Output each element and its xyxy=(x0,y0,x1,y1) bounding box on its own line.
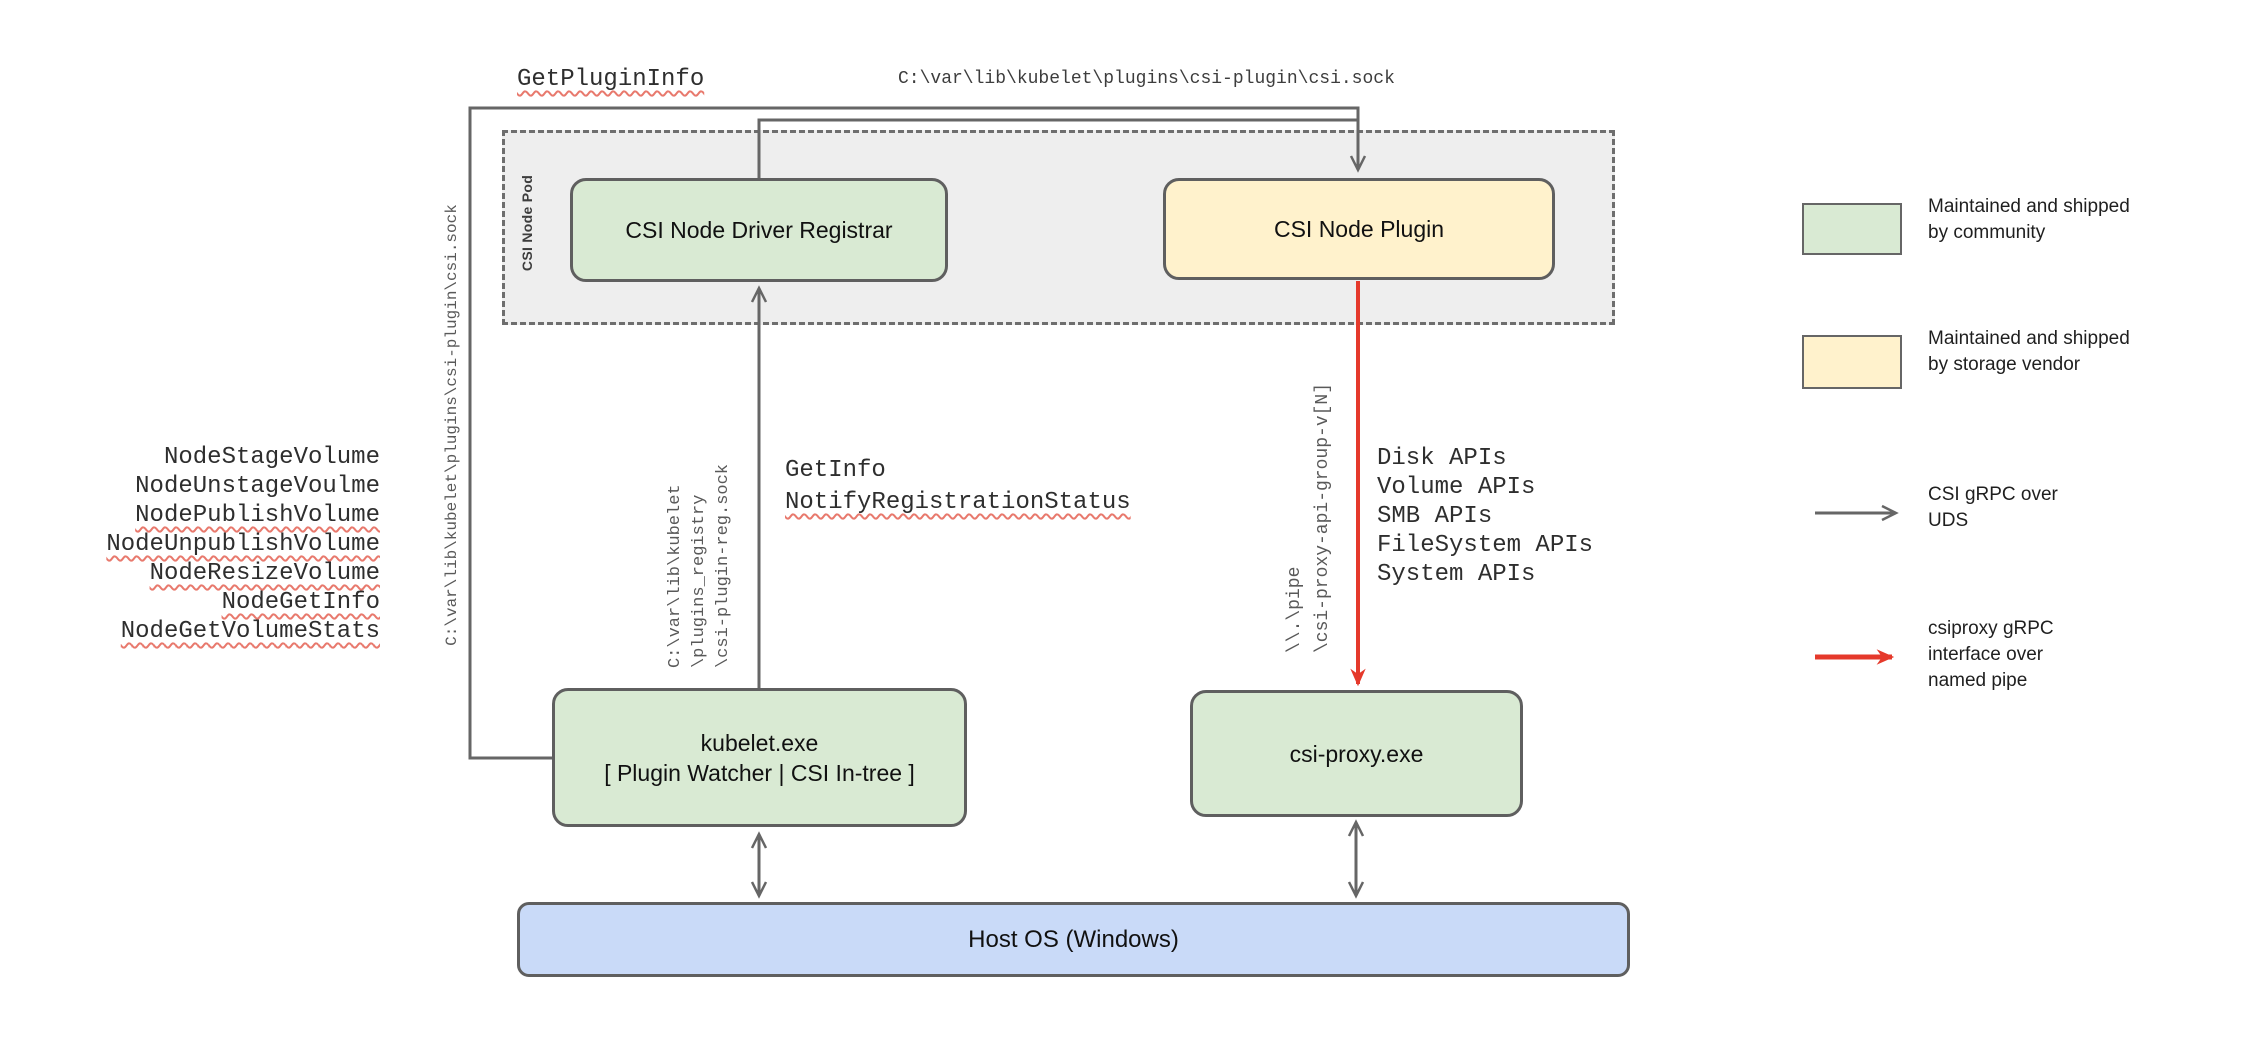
legend-community-label: Maintained and shipped by community xyxy=(1928,196,2130,243)
get-info-text: GetInfo xyxy=(785,457,886,484)
node-csi-node-driver-registrar: CSI Node Driver Registrar xyxy=(570,178,948,282)
node-rpc-item: NodePublishVolume xyxy=(135,502,380,529)
node-kubelet: kubelet.exe [ Plugin Watcher | CSI In-tr… xyxy=(552,688,967,827)
api-group-item: Disk APIs xyxy=(1377,445,1507,472)
registry-path-line: C:\var\lib\kubelet xyxy=(666,484,685,669)
csi-node-pod-label: CSI Node Pod xyxy=(519,174,535,272)
pipe-path-line: \csi-proxy-api-group-v[N] xyxy=(1313,382,1333,654)
legend-named-pipe-label: csiproxy gRPC interface over named pipe xyxy=(1928,618,2054,691)
host-os-label: Host OS (Windows) xyxy=(968,925,1179,953)
node-csi-proxy: csi-proxy.exe xyxy=(1190,690,1523,817)
plugin-label: CSI Node Plugin xyxy=(1273,216,1445,242)
registrar-to-plugin-line xyxy=(757,118,1358,178)
registry-path-line: \plugins_registry xyxy=(690,494,709,669)
node-rpc-item: NodeUnstageVoulme xyxy=(135,473,380,500)
get-plugin-info-label: GetPluginInfo xyxy=(517,66,704,93)
kubelet-label-line1: kubelet.exe xyxy=(700,729,819,756)
pipe-path-line: \\.\pipe xyxy=(1285,566,1305,654)
api-group-item: Volume APIs xyxy=(1377,474,1536,501)
node-csi-node-plugin: CSI Node Plugin xyxy=(1163,178,1555,280)
registry-socket-path-label: C:\var\lib\kubelet \plugins_registry \csi-… xyxy=(664,464,736,668)
node-rpc-item: NodeGetInfo xyxy=(221,589,380,616)
registry-path-line: \csi-plugin-reg.sock xyxy=(714,463,733,669)
legend-uds-label: CSI gRPC over UDS xyxy=(1928,484,2058,531)
legend-vendor-swatch xyxy=(1802,335,1902,389)
registrar-label: CSI Node Driver Registrar xyxy=(625,217,893,243)
registration-rpcs-label: GetInfo NotifyRegistrationStatus xyxy=(785,455,1131,519)
node-rpc-item: NodeUnpublishVolume xyxy=(106,531,380,558)
node-rpc-item: NodeStageVolume xyxy=(163,444,380,471)
api-group-item: FileSystem APIs xyxy=(1377,532,1594,559)
named-pipe-path-label: \\.\pipe \csi-proxy-api-group-v[N] xyxy=(1281,383,1337,653)
api-group-item: SMB APIs xyxy=(1377,503,1493,530)
get-plugin-info-text: GetPluginInfo xyxy=(517,66,705,93)
kubelet-label-line2: [ Plugin Watcher | CSI In-tree ] xyxy=(604,759,915,786)
left-socket-path-label: C:\var\lib\kubelet\plugins\csi-plugin\cs… xyxy=(443,204,461,646)
node-rpc-item: NodeGetVolumeStats xyxy=(120,618,380,645)
notify-registration-status-text: NotifyRegistrationStatus xyxy=(785,489,1131,516)
node-host-os: Host OS (Windows) xyxy=(517,902,1630,977)
kubelet-to-plugin-socket-line xyxy=(468,106,1367,760)
legend-vendor-label: Maintained and shipped by storage vendor xyxy=(1928,328,2130,375)
node-rpc-item: NodeResizeVolume xyxy=(149,560,380,587)
top-socket-path-label: C:\var\lib\kubelet\plugins\csi-plugin\cs… xyxy=(898,69,1395,89)
api-group-item: System APIs xyxy=(1377,561,1536,588)
legend-community-swatch xyxy=(1802,203,1902,255)
csi-proxy-label: csi-proxy.exe xyxy=(1289,740,1424,767)
